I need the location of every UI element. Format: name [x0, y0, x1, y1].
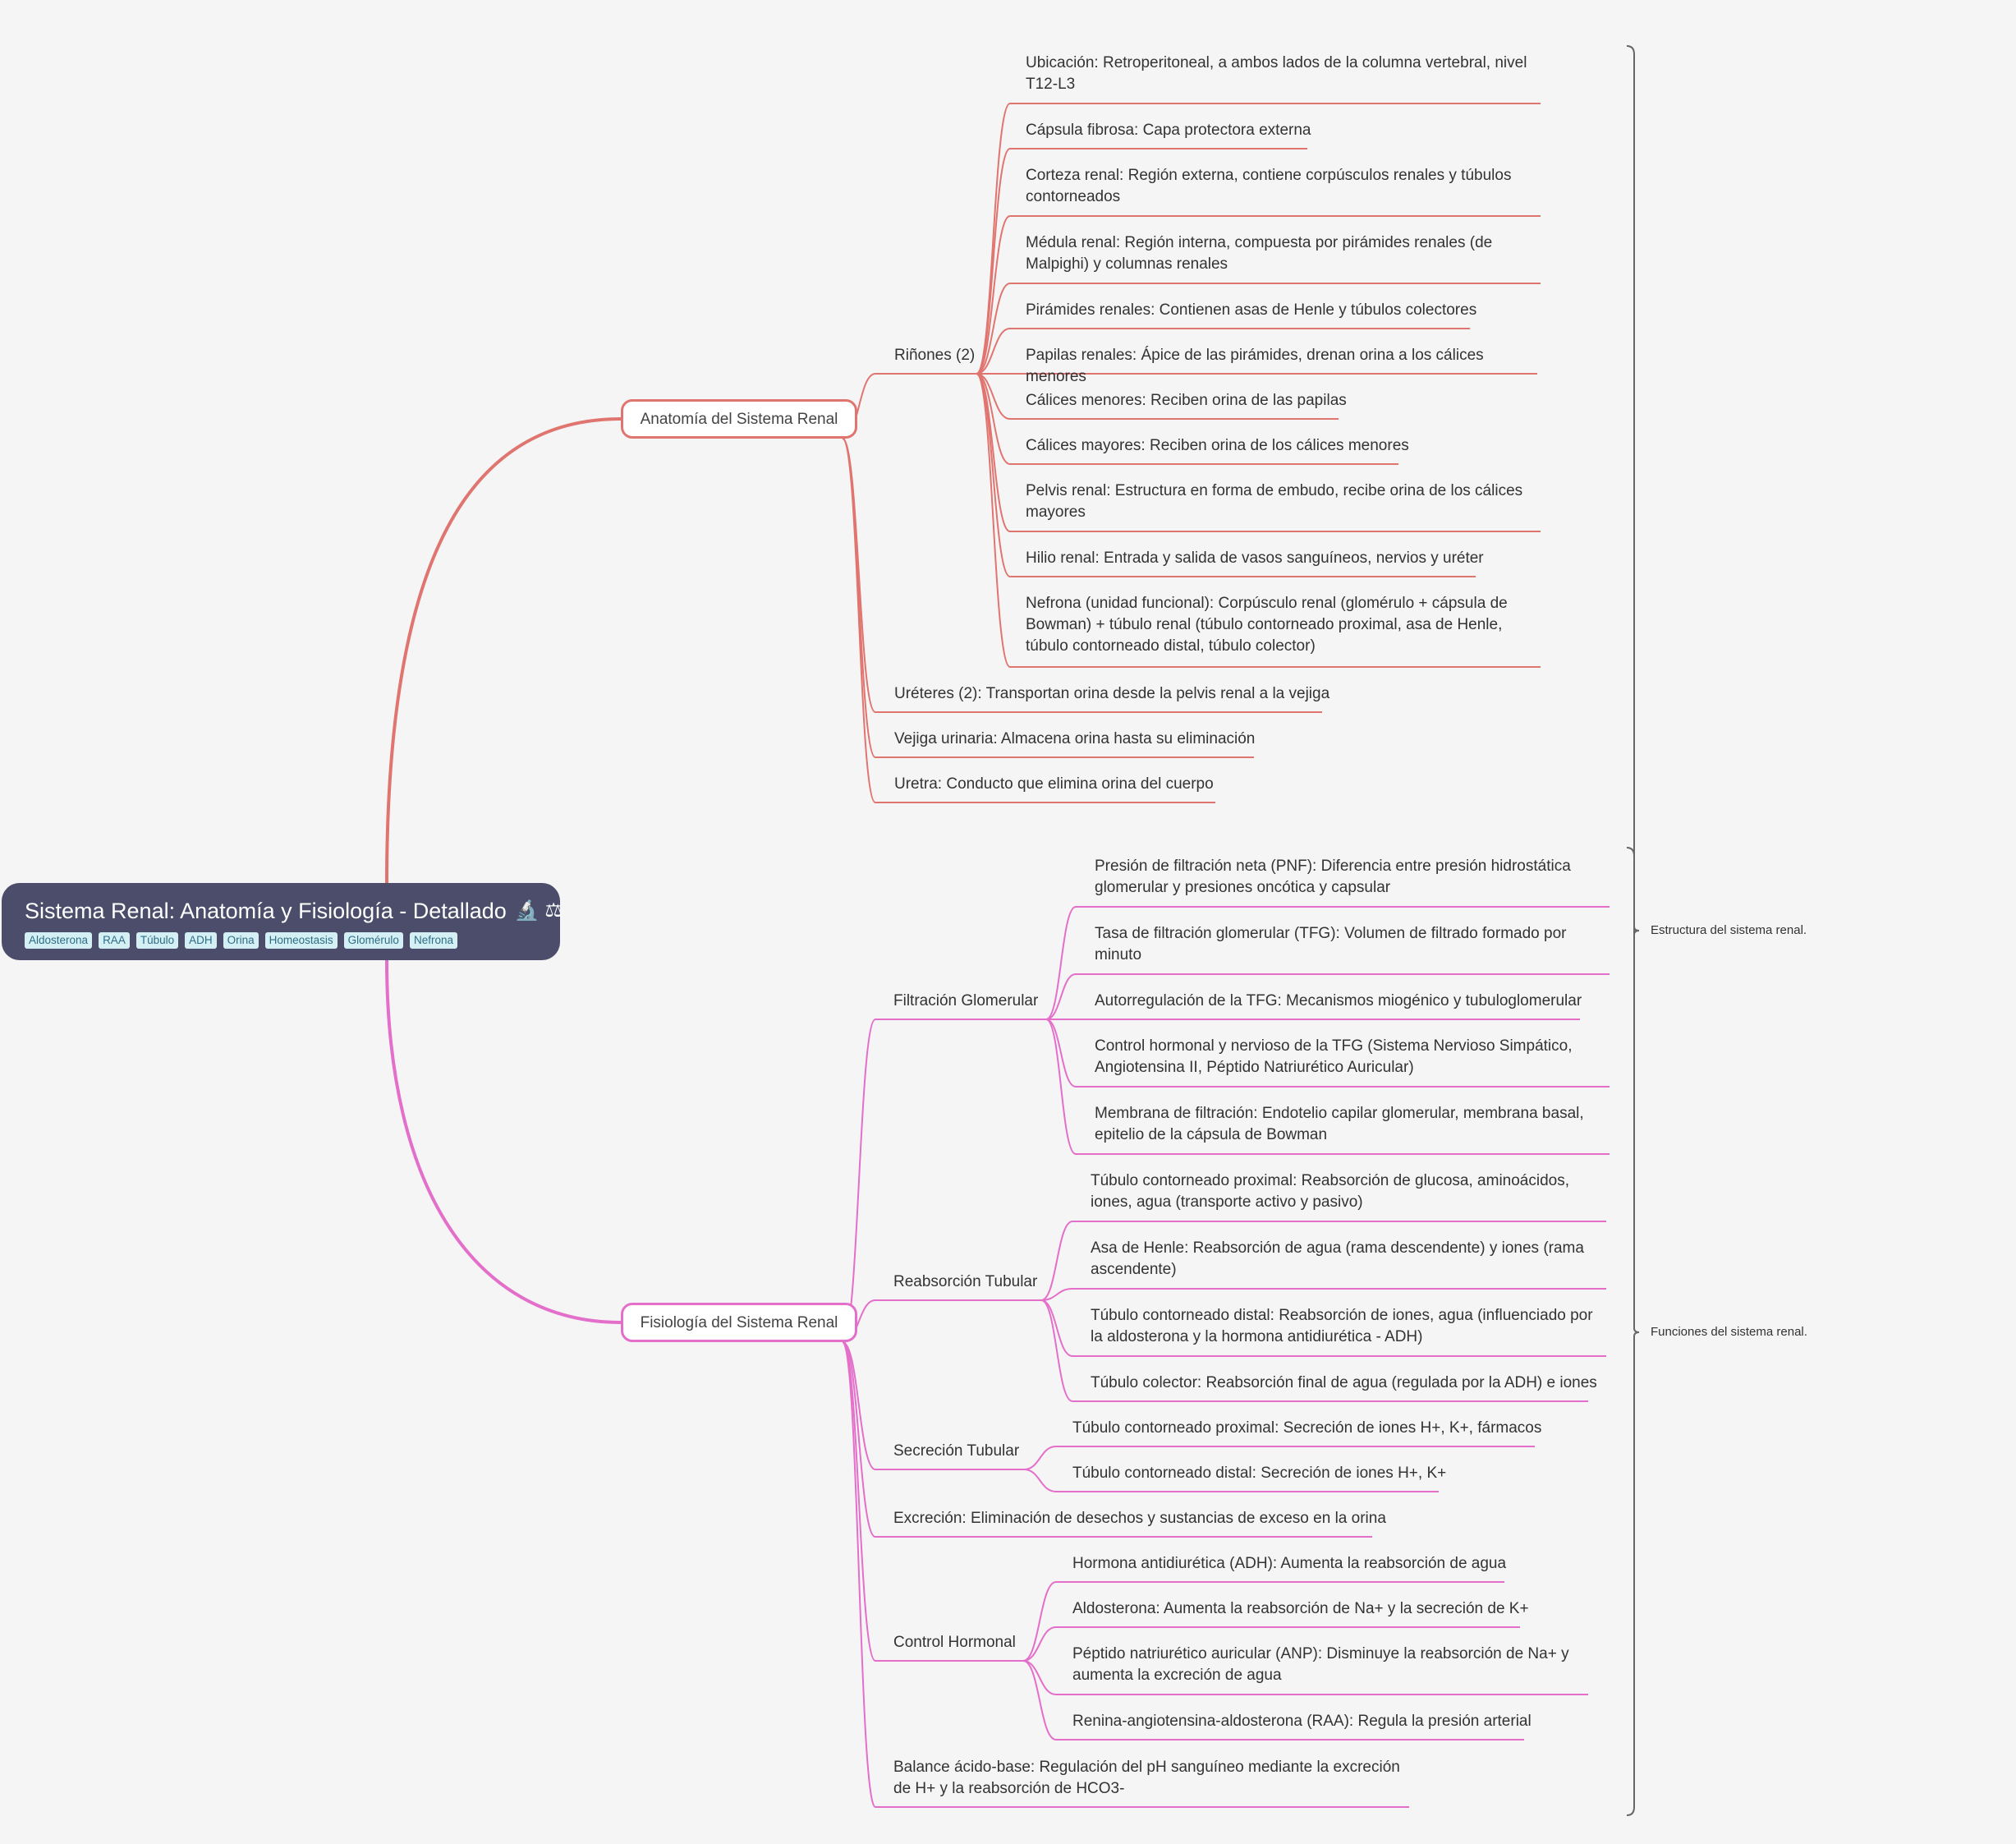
- connector-line: [976, 373, 1476, 577]
- leaf-adh[interactable]: Hormona antidiurética (ADH): Aumenta la …: [1072, 1555, 1507, 1572]
- subtopic-uretra[interactable]: Uretra: Conducto que elimina orina del c…: [894, 775, 1214, 793]
- subtopic-control-hormonal[interactable]: Control Hormonal: [893, 1634, 1016, 1651]
- leaf-reabs-proximal[interactable]: Túbulo contorneado proximal: Reabsorción…: [1091, 1172, 1570, 1211]
- tag[interactable]: Orina: [223, 932, 259, 949]
- connector-line: [976, 215, 1541, 375]
- connector-line: [1045, 1019, 1610, 1155]
- leaf-calices-menores[interactable]: Cálices menores: Reciben orina de las pa…: [1026, 392, 1347, 409]
- connector-line: [1045, 1019, 1610, 1088]
- summary-estructura[interactable]: Estructura del sistema renal.: [1651, 923, 1807, 937]
- subtopic-reabsorcion-tubular[interactable]: Reabsorción Tubular: [893, 1273, 1038, 1290]
- tag[interactable]: Aldosterona: [25, 932, 93, 949]
- summary-bracket-funciones: [1626, 847, 1640, 1816]
- tag[interactable]: ADH: [185, 932, 217, 949]
- subtopic-ureteres[interactable]: Uréteres (2): Transportan orina desde la…: [894, 685, 1330, 702]
- leaf-calices-mayores[interactable]: Cálices mayores: Reciben orina de los cá…: [1026, 437, 1409, 454]
- connector-line: [842, 438, 1215, 803]
- connector-line: [842, 1341, 1372, 1538]
- connector-line: [1040, 1288, 1606, 1301]
- leaf-tfg[interactable]: Tasa de filtración glomerular (TFG): Vol…: [1095, 925, 1567, 963]
- connector-line: [1023, 1446, 1535, 1470]
- leaf-piramides-renales[interactable]: Pirámides renales: Contienen asas de Hen…: [1026, 301, 1477, 319]
- root-to-anatomia-link: [385, 417, 622, 884]
- leaf-reabs-distal[interactable]: Túbulo contorneado distal: Reabsorción d…: [1091, 1307, 1593, 1345]
- connector-line: [842, 438, 1322, 713]
- subtopic-vejiga[interactable]: Vejiga urinaria: Almacena orina hasta su…: [894, 730, 1256, 747]
- subtopic-secrecion-tubular[interactable]: Secreción Tubular: [893, 1442, 1020, 1460]
- microscope-scale-icon: 🔬 ⚖: [514, 899, 563, 922]
- connector-line: [1022, 1626, 1520, 1662]
- tag[interactable]: RAA: [99, 932, 130, 949]
- summary-funciones[interactable]: Funciones del sistema renal.: [1651, 1325, 1807, 1339]
- connector-line: [976, 373, 1339, 420]
- subtopic-excrecion[interactable]: Excreción: Eliminación de desechos y sus…: [893, 1510, 1386, 1527]
- leaf-papilas-renales[interactable]: Papilas renales: Ápice de las pirámides,…: [1026, 347, 1484, 385]
- connector-line: [1022, 1660, 1588, 1695]
- connector-line: [976, 373, 1541, 668]
- tag[interactable]: Túbulo: [135, 932, 179, 949]
- summary-bracket-estructura: [1626, 45, 1640, 936]
- connector-line: [976, 328, 1470, 375]
- leaf-reabs-colector[interactable]: Túbulo colector: Reabsorción final de ag…: [1091, 1374, 1597, 1391]
- connector-line: [842, 1341, 1024, 1470]
- subtopic-filtracion-glomerular[interactable]: Filtración Glomerular: [893, 992, 1039, 1009]
- connector-line: [1040, 1299, 1606, 1357]
- tag[interactable]: Glomérulo: [343, 932, 403, 949]
- connector-line: [976, 283, 1541, 375]
- connector-line: [1040, 1221, 1606, 1301]
- leaf-pelvis-renal[interactable]: Pelvis renal: Estructura en forma de emb…: [1026, 482, 1523, 521]
- leaf-ubicacion[interactable]: Ubicación: Retroperitoneal, a ambos lado…: [1026, 54, 1527, 93]
- tag[interactable]: Homeostasis: [264, 932, 338, 949]
- subtopic-balance-acido-base[interactable]: Balance ácido-base: Regulación del pH sa…: [893, 1759, 1400, 1797]
- connector-line: [976, 148, 1307, 375]
- leaf-raa[interactable]: Renina-angiotensina-aldosterona (RAA): R…: [1072, 1713, 1532, 1730]
- subtopic-rinones[interactable]: Riñones (2): [894, 347, 976, 364]
- leaf-nefrona[interactable]: Nefrona (unidad funcional): Corpúsculo r…: [1026, 595, 1508, 655]
- connector-line: [1023, 1469, 1439, 1492]
- connector-line: [1022, 1581, 1504, 1662]
- leaf-corteza-renal[interactable]: Corteza renal: Región externa, contiene …: [1026, 167, 1512, 205]
- leaf-aldosterona[interactable]: Aldosterona: Aumenta la reabsorción de N…: [1072, 1600, 1529, 1617]
- connector-line: [842, 1341, 1023, 1662]
- root-topic[interactable]: Sistema Renal: Anatomía y Fisiología - D…: [2, 883, 563, 960]
- root-title: Sistema Renal: Anatomía y Fisiología - D…: [25, 899, 507, 923]
- connector-line: [1045, 973, 1610, 1020]
- leaf-reabs-henle[interactable]: Asa de Henle: Reabsorción de agua (rama …: [1091, 1239, 1584, 1278]
- leaf-anp[interactable]: Péptido natriurético auricular (ANP): Di…: [1072, 1645, 1569, 1684]
- tag[interactable]: Nefrona: [409, 932, 457, 949]
- connector-line: [1022, 1660, 1524, 1741]
- root-to-fisiologia-link: [385, 959, 622, 1324]
- leaf-autorregulacion[interactable]: Autorregulación de la TFG: Mecanismos mi…: [1095, 992, 1582, 1009]
- connector-line: [976, 373, 1398, 465]
- connector-line: [1040, 1299, 1588, 1402]
- leaf-capsula-fibrosa[interactable]: Cápsula fibrosa: Capa protectora externa: [1026, 122, 1311, 139]
- leaf-hilio-renal[interactable]: Hilio renal: Entrada y salida de vasos s…: [1026, 550, 1484, 567]
- leaf-control-tfg[interactable]: Control hormonal y nervioso de la TFG (S…: [1095, 1037, 1573, 1076]
- leaf-pnf[interactable]: Presión de filtración neta (PNF): Difere…: [1095, 858, 1571, 896]
- topic-fisiologia[interactable]: Fisiología del Sistema Renal: [621, 1303, 857, 1342]
- leaf-secr-distal[interactable]: Túbulo contorneado distal: Secreción de …: [1072, 1465, 1447, 1482]
- connector-line: [842, 373, 990, 439]
- leaf-membrana-filtracion[interactable]: Membrana de filtración: Endotelio capila…: [1095, 1105, 1584, 1143]
- connector-line: [842, 1341, 1409, 1808]
- root-tags: Aldosterona RAA Túbulo ADH Orina Homeost…: [25, 932, 560, 949]
- connector-line: [842, 1299, 1041, 1343]
- leaf-medula-renal[interactable]: Médula renal: Región interna, compuesta …: [1026, 234, 1493, 273]
- connector-line: [1045, 906, 1610, 1020]
- leaf-secr-proximal[interactable]: Túbulo contorneado proximal: Secreción d…: [1072, 1419, 1542, 1437]
- topic-anatomia[interactable]: Anatomía del Sistema Renal: [621, 399, 857, 439]
